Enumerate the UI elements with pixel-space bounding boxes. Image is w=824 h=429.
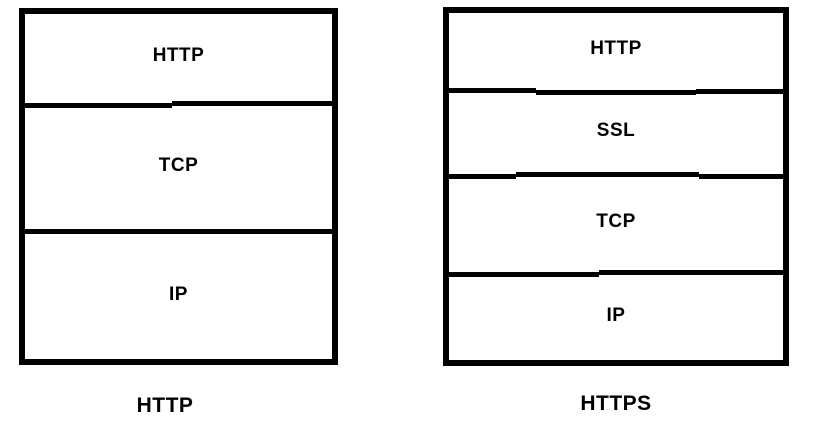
https-stack-divider-1 — [449, 88, 783, 95]
layer-label-tcp: TCP — [158, 155, 199, 176]
divider-segment — [699, 174, 783, 179]
divider-segment — [172, 101, 332, 106]
divider-segment — [696, 89, 783, 94]
divider-segment — [449, 174, 516, 179]
divider-segment — [25, 103, 173, 108]
http-stack-layer-ip: IP — [25, 234, 332, 359]
https-stack: HTTP SSL TCP IP — [443, 7, 789, 366]
https-stack-layer-ssl: SSL — [449, 93, 783, 172]
layer-label-ip: IP — [606, 304, 626, 326]
https-stack-layer-tcp: TCP — [449, 177, 783, 270]
divider-segment — [25, 229, 332, 234]
divider-segment — [599, 270, 783, 275]
https-stack-layer-http: HTTP — [449, 13, 783, 88]
https-stack-layer-ip: IP — [449, 275, 783, 360]
https-stack-divider-3 — [449, 270, 783, 277]
http-stack: HTTP TCP IP — [19, 8, 338, 365]
layer-label-http: HTTP — [590, 37, 642, 59]
layer-label-tcp: TCP — [596, 210, 636, 232]
https-stack-caption: HTTPS — [580, 392, 652, 415]
divider-segment — [535, 90, 697, 95]
divider-segment — [449, 272, 600, 277]
layer-label-ssl: SSL — [596, 119, 636, 141]
http-stack-divider-2 — [25, 229, 332, 234]
divider-segment — [449, 88, 536, 93]
http-stack-caption: HTTP — [136, 394, 194, 417]
divider-segment — [515, 172, 700, 177]
https-stack-divider-2 — [449, 172, 783, 179]
layer-label-http: HTTP — [152, 45, 205, 66]
http-stack-layer-tcp: TCP — [25, 107, 332, 229]
layer-label-ip: IP — [169, 283, 188, 305]
http-stack-divider-1 — [25, 101, 332, 108]
http-stack-layer-http: HTTP — [25, 14, 332, 102]
